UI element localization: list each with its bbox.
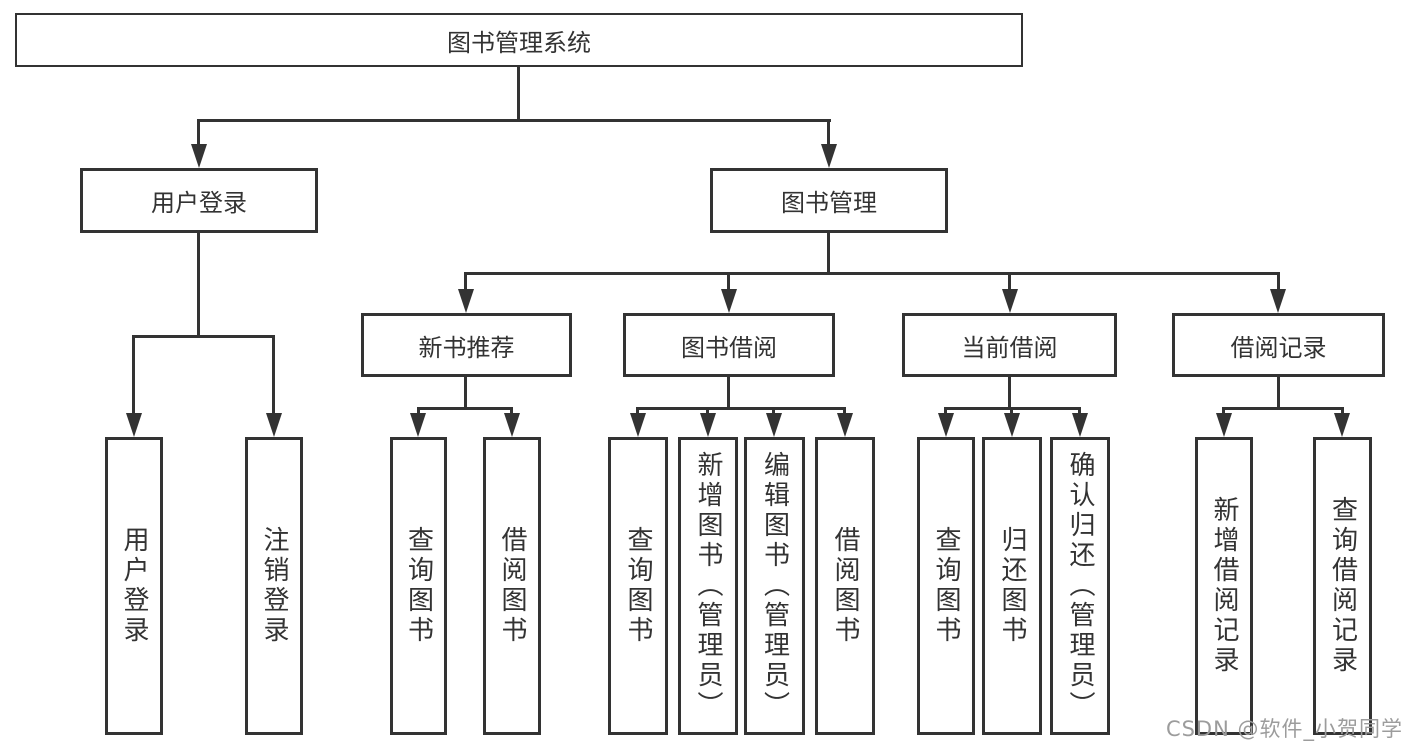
arrow-to-book-borrowing [721, 289, 737, 313]
leaf-label: 注销登录 [259, 526, 289, 646]
node-user-login: 用户登录 [80, 168, 318, 233]
connector-leaf-logout-stem [272, 335, 275, 417]
arrow-to-leaf-user-login [126, 413, 142, 437]
arrow-to-leaf-logout [266, 413, 282, 437]
connector-cb-query-stem [944, 407, 947, 418]
connector-level2-rail [464, 272, 1280, 275]
arrow-to-borrowing-records [1270, 289, 1286, 313]
leaf-label: 确认归还（管理员） [1065, 451, 1095, 721]
connector-current-down [1008, 377, 1011, 410]
connector-root-stem [517, 67, 520, 122]
connector-level1-rail [197, 119, 831, 122]
node-label: 用户登录 [151, 189, 247, 217]
connector-borrowing-down [727, 377, 730, 410]
arrow-to-nb-borrow-books [504, 413, 520, 437]
node-borrowing-records: 借阅记录 [1172, 313, 1385, 377]
leaf-current-query-books: 查询图书 [917, 437, 975, 735]
connector-bb-query-stem [636, 407, 639, 418]
leaf-label: 查询图书 [931, 526, 961, 646]
arrow-to-cb-query-books [938, 413, 954, 437]
watermark: CSDN @软件_小贺同学 [1165, 717, 1403, 741]
connector-user-login-down [197, 233, 200, 338]
connector-book-mgmt-down [827, 233, 830, 275]
arrow-to-bb-edit-books [766, 413, 782, 437]
connector-records-stem [1277, 272, 1280, 293]
leaf-borrowing-query-books: 查询图书 [608, 437, 668, 735]
leaf-current-return-books: 归还图书 [982, 437, 1042, 735]
node-book-management: 图书管理 [710, 168, 948, 233]
connector-borrowing-stem [727, 272, 730, 293]
arrow-to-user-login [191, 144, 207, 168]
arrow-to-cb-confirm-return [1072, 413, 1088, 437]
leaf-label: 查询图书 [623, 526, 653, 646]
leaf-logout: 注销登录 [245, 437, 303, 735]
arrow-to-bb-query-books [630, 413, 646, 437]
node-label: 当前借阅 [961, 333, 1058, 362]
arrow-to-newbook-recommend [458, 289, 474, 313]
node-label: 图书管理 [781, 189, 877, 217]
connector-bb-edit-stem [772, 407, 775, 418]
leaf-label: 查询借阅记录 [1327, 496, 1358, 676]
node-book-borrowing: 图书借阅 [623, 313, 835, 377]
node-label: 新书推荐 [418, 333, 515, 362]
leaf-label: 归还图书 [997, 526, 1027, 646]
leaf-label: 用户登录 [119, 526, 149, 646]
connector-records-down [1277, 377, 1280, 410]
connector-br-query-stem [1341, 407, 1344, 418]
node-library-management-system: 图书管理系统 [15, 13, 1023, 67]
node-new-book-recommend: 新书推荐 [361, 313, 572, 377]
arrow-to-br-add-record [1216, 413, 1232, 437]
leaf-newbook-query-books: 查询图书 [390, 437, 447, 735]
leaf-borrowing-add-books-admin: 新增图书（管理员） [678, 437, 738, 735]
leaf-current-confirm-return-admin: 确认归还（管理员） [1050, 437, 1110, 735]
arrow-to-bb-borrow-books [837, 413, 853, 437]
node-label: 图书管理系统 [447, 28, 591, 57]
leaf-records-query-record: 查询借阅记录 [1313, 437, 1372, 735]
arrow-to-bb-add-books [700, 413, 716, 437]
connector-nb-query-stem [417, 407, 420, 418]
node-label: 借阅记录 [1230, 333, 1327, 362]
connector-current-stem [1008, 272, 1011, 293]
arrow-to-cb-return-books [1004, 413, 1020, 437]
arrow-to-current-borrowing [1002, 289, 1018, 313]
leaf-borrowing-borrow-books: 借阅图书 [815, 437, 875, 735]
connector-user-login-stem [197, 119, 200, 148]
leaf-newbook-borrow-books: 借阅图书 [483, 437, 541, 735]
connector-cb-return-stem [1010, 407, 1013, 418]
leaf-user-login: 用户登录 [105, 437, 163, 735]
connector-bb-borrow-stem [843, 407, 846, 418]
connector-newbook-stem [464, 272, 467, 293]
arrow-to-br-query-record [1334, 413, 1350, 437]
node-label: 图书借阅 [681, 333, 777, 362]
leaf-label: 新增图书（管理员） [693, 451, 723, 721]
leaf-label: 借阅图书 [497, 526, 527, 646]
connector-cb-confirm-stem [1078, 407, 1081, 418]
connector-newbook-down [464, 377, 467, 410]
leaf-records-add-record: 新增借阅记录 [1195, 437, 1253, 735]
leaf-label: 借阅图书 [830, 526, 860, 646]
arrow-to-nb-query-books [410, 413, 426, 437]
connector-br-add-stem [1222, 407, 1225, 418]
leaf-label: 查询图书 [403, 526, 434, 646]
connector-leaf-user-login-stem [132, 335, 135, 417]
node-current-borrowing: 当前借阅 [902, 313, 1117, 377]
leaf-label: 新增借阅记录 [1209, 496, 1239, 676]
connector-user-login-rail [132, 335, 275, 338]
arrow-to-book-mgmt [821, 144, 837, 168]
leaf-borrowing-edit-books-admin: 编辑图书（管理员） [744, 437, 805, 735]
connector-newbook-rail [417, 407, 513, 410]
connector-nb-borrow-stem [510, 407, 513, 418]
connector-book-mgmt-stem [827, 119, 830, 148]
connector-borrowing-rail [637, 407, 846, 410]
connector-records-rail [1222, 407, 1344, 410]
connector-bb-add-stem [706, 407, 709, 418]
leaf-label: 编辑图书（管理员） [759, 451, 790, 721]
